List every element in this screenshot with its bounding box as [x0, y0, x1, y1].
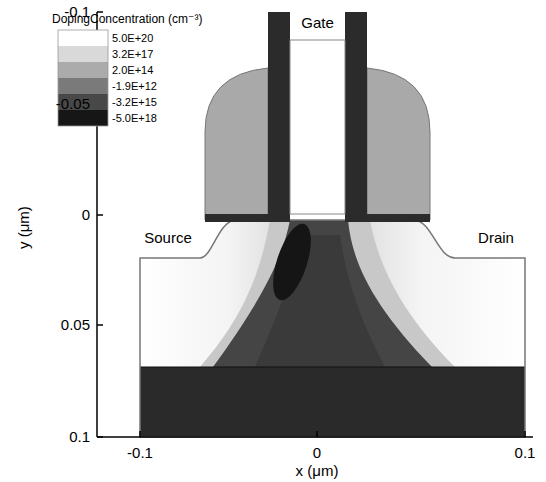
colorbar-swatch — [58, 30, 108, 46]
channel-core — [255, 235, 385, 367]
left-spacer — [205, 68, 268, 220]
colorbar-value: -5.0E+18 — [112, 112, 157, 125]
junction-halo — [200, 220, 455, 367]
colorbar-swatch — [58, 46, 108, 62]
substrate — [140, 367, 525, 437]
colorbar-swatch — [58, 62, 108, 78]
axis-title: x (μm) — [296, 462, 339, 479]
colorbar-value: 2.0E+14 — [112, 64, 153, 77]
tick-label: 0 — [313, 444, 321, 461]
tick-label: 0.1 — [69, 428, 90, 445]
right-spacer — [367, 68, 430, 220]
colorbar-value: 5.0E+20 — [112, 32, 153, 45]
colorbar-swatch — [58, 78, 108, 94]
colorbar-value: 3.2E+17 — [112, 48, 153, 61]
region-label: Source — [144, 229, 192, 246]
right-gate-liner — [345, 12, 367, 222]
tick-label: 0.1 — [515, 444, 536, 461]
substrate-boundary — [140, 367, 525, 368]
tick-label: -0.1 — [127, 444, 153, 461]
gate-region: Gate — [290, 14, 345, 40]
colorbar-swatch — [58, 110, 108, 126]
gate-electrode — [290, 40, 345, 214]
region-label: Gate — [301, 14, 334, 31]
axes — [97, 12, 533, 437]
colorbar-value: -1.9E+12 — [112, 80, 157, 93]
left-gate-liner — [268, 12, 290, 222]
colorbar-value: -3.2E+15 — [112, 96, 157, 109]
channel-region — [213, 220, 432, 367]
tick-label: -0.05 — [56, 95, 90, 112]
tick-label: -0.1 — [64, 3, 90, 20]
silicon-outline — [140, 220, 525, 437]
axis-title: y (μm) — [15, 207, 32, 250]
tick-label: 0.05 — [61, 316, 90, 333]
region-label: Drain — [478, 229, 514, 246]
tick-label: 0 — [82, 206, 90, 223]
halo-pocket — [265, 219, 318, 304]
